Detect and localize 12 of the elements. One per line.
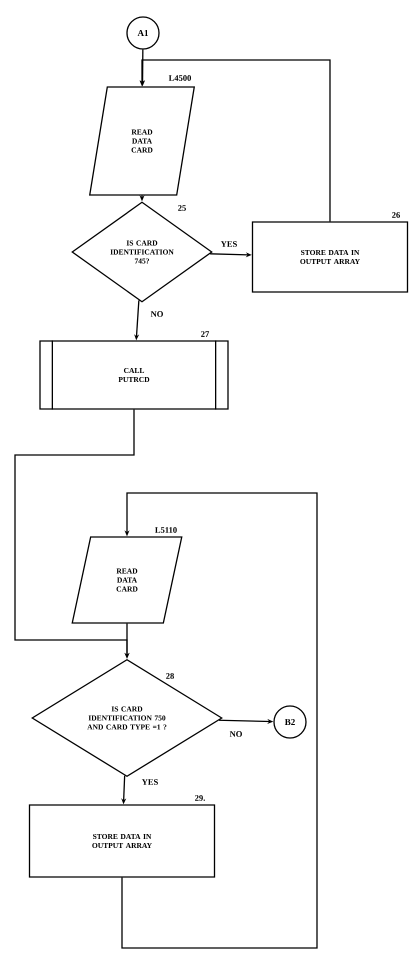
edge-label: YES [220, 241, 237, 247]
step-label: 25 [178, 205, 186, 211]
step-label: L5110 [155, 527, 177, 533]
edge-label: NO [230, 731, 242, 737]
arrow [121, 492, 318, 949]
step-label: L4500 [168, 75, 191, 81]
step-label: 28 [166, 673, 174, 679]
step-label: 26 [392, 212, 400, 218]
edge-label: NO [150, 311, 163, 317]
step-label: 29. [195, 795, 205, 801]
step-label: 27 [201, 331, 210, 337]
edge-label: YES [142, 779, 158, 785]
